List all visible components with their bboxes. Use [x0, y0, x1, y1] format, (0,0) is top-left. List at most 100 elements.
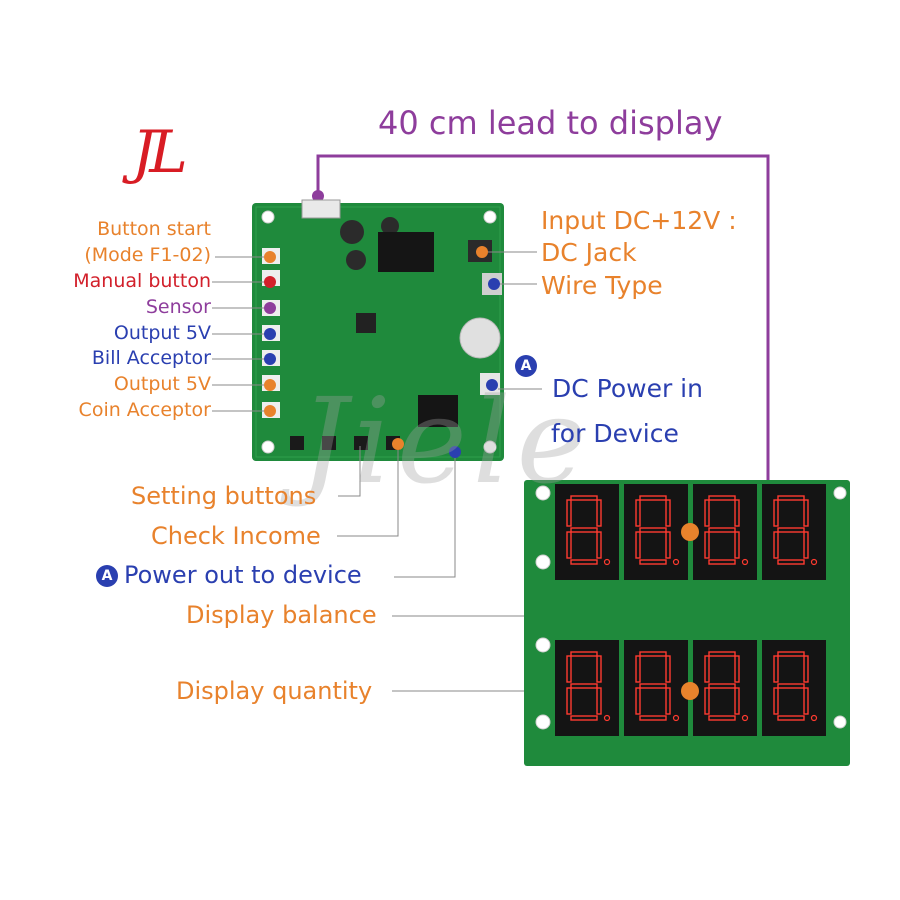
led-segment: [773, 687, 779, 715]
led-segment: [566, 499, 572, 527]
led-segment: [570, 495, 598, 501]
label-button-start: Button start: [97, 218, 211, 240]
led-segment: [596, 531, 602, 559]
label-power-out: A Power out to device: [96, 563, 362, 587]
label-dc-power-in: DC Power in: [552, 374, 703, 403]
badge-a-left: A: [96, 565, 118, 587]
lead-wire: [316, 154, 770, 488]
led-segment: [566, 531, 572, 559]
led-segment: [708, 495, 736, 501]
led-decimal-point: [672, 558, 680, 566]
board-connection-dots: [264, 246, 500, 458]
led-segment: [704, 687, 710, 715]
led-digit: [555, 484, 619, 580]
badge-a-right: A: [515, 355, 543, 377]
led-segment: [596, 499, 602, 527]
led-segment: [639, 559, 667, 565]
led-segment: [570, 527, 598, 533]
label-output-5v-a: Output 5V: [113, 322, 211, 344]
led-segment: [803, 687, 809, 715]
lead-title: 40 cm lead to display: [378, 104, 723, 142]
label-output-5v-b: Output 5V: [113, 373, 211, 395]
led-segment: [708, 527, 736, 533]
led-segment: [570, 651, 598, 657]
led-segment: [665, 655, 671, 683]
led-segment: [803, 499, 809, 527]
label-sensor: Sensor: [145, 296, 211, 318]
led-segment: [596, 655, 602, 683]
led-segment: [803, 655, 809, 683]
led-segment: [777, 683, 805, 689]
led-decimal-point: [810, 714, 818, 722]
led-segment: [803, 531, 809, 559]
led-segment: [639, 495, 667, 501]
led-segment: [708, 683, 736, 689]
led-segment: [639, 715, 667, 721]
led-segment: [777, 651, 805, 657]
led-segment: [734, 687, 740, 715]
label-manual-button: Manual button: [73, 270, 211, 292]
led-segment: [773, 531, 779, 559]
led-segment: [596, 687, 602, 715]
led-segment: [665, 687, 671, 715]
led-digit: [762, 640, 826, 736]
led-decimal-point: [810, 558, 818, 566]
led-segment: [635, 531, 641, 559]
controller-board: [252, 199, 504, 461]
led-segment: [708, 559, 736, 565]
led-digit: [555, 640, 619, 736]
led-decimal-point: [672, 714, 680, 722]
led-decimal-point: [603, 558, 611, 566]
led-segment: [665, 499, 671, 527]
led-segment: [570, 559, 598, 565]
led-segment: [734, 499, 740, 527]
led-segment: [773, 499, 779, 527]
led-segment: [635, 499, 641, 527]
label-for-device: for Device: [551, 419, 679, 448]
led-decimal-point: [741, 714, 749, 722]
led-digit: [624, 640, 688, 736]
led-segment: [639, 651, 667, 657]
led-segment: [635, 687, 641, 715]
watermark: Jiele: [300, 372, 593, 510]
led-segment: [639, 683, 667, 689]
display-balance-dot: [681, 523, 699, 541]
left-leader-lines: [212, 256, 264, 412]
led-segment: [734, 531, 740, 559]
led-segment: [773, 655, 779, 683]
led-digit: [693, 484, 757, 580]
right-leader-lines: [488, 251, 542, 390]
label-button-start-mode: (Mode F1-02): [84, 244, 211, 266]
display-quantity-dot: [681, 682, 699, 700]
label-coin-acceptor: Coin Acceptor: [78, 399, 211, 421]
led-segment: [777, 715, 805, 721]
label-bill-acceptor: Bill Acceptor: [91, 347, 211, 369]
led-decimal-point: [603, 714, 611, 722]
label-power-out-text: Power out to device: [124, 561, 362, 589]
led-segment: [635, 655, 641, 683]
label-wire-type: Wire Type: [541, 271, 663, 300]
brand-logo: JL: [132, 118, 188, 186]
led-segment: [566, 687, 572, 715]
led-segment: [708, 651, 736, 657]
label-setting-buttons: Setting buttons: [131, 482, 317, 510]
led-segment: [566, 655, 572, 683]
led-segment: [570, 715, 598, 721]
led-digit: [624, 484, 688, 580]
led-digit: [762, 484, 826, 580]
led-segment: [570, 683, 598, 689]
label-input-dc: Input DC+12V :: [541, 206, 737, 235]
led-segment: [777, 559, 805, 565]
led-segment: [639, 527, 667, 533]
led-segment: [734, 655, 740, 683]
label-display-quantity: Display quantity: [176, 677, 373, 705]
led-segment: [708, 715, 736, 721]
label-display-balance: Display balance: [186, 601, 377, 629]
led-segment: [665, 531, 671, 559]
led-decimal-point: [741, 558, 749, 566]
lead-wire-dot: [312, 190, 324, 202]
led-segment: [777, 527, 805, 533]
led-segment: [704, 655, 710, 683]
led-segment: [704, 499, 710, 527]
